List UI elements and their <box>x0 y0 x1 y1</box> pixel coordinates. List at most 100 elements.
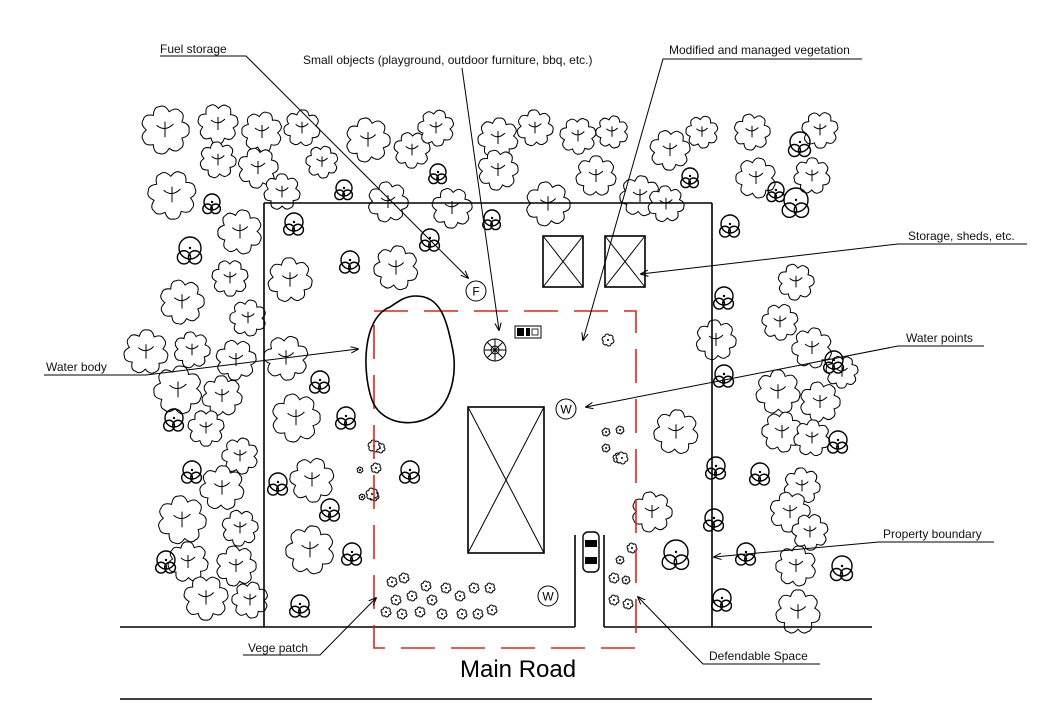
tree-icon <box>272 393 321 443</box>
shrub-icon <box>176 236 203 265</box>
shrub-icon <box>340 542 363 566</box>
tree-icon <box>800 381 841 423</box>
shed-left <box>542 235 584 288</box>
tree-icon <box>153 365 202 415</box>
label-storage-sheds: Storage, sheds, etc. <box>908 229 1015 243</box>
shrub-icon <box>826 430 849 454</box>
label-defendable-space: Defendable Space <box>709 649 808 663</box>
tree-icon <box>237 147 279 189</box>
tree-icon <box>761 411 802 453</box>
fuel-letter: F <box>472 285 479 299</box>
shrub-icon <box>266 472 289 496</box>
tree-icon <box>575 155 617 196</box>
tree-icon <box>263 173 301 210</box>
vege-plant-icon <box>486 604 498 616</box>
vege-plant-icon <box>621 575 631 585</box>
tree-icon <box>526 181 571 227</box>
vege-plant-icon <box>615 451 629 465</box>
shrub-icon <box>202 193 222 215</box>
vege-plant-icon <box>436 608 448 620</box>
tree-icon <box>285 525 334 575</box>
shrub-icon <box>766 181 786 203</box>
shrub-icon <box>661 539 690 571</box>
shrub-icon <box>718 214 741 238</box>
shrub-icon <box>338 250 361 274</box>
shrub-icon <box>680 167 700 189</box>
tree-icon <box>793 157 831 194</box>
tree-icon <box>775 589 821 634</box>
tree-icon <box>167 541 209 582</box>
vege-plant-icon <box>626 542 638 554</box>
shrub-icon <box>334 179 354 201</box>
label-main-road: Main Road <box>460 656 576 683</box>
shrub-icon <box>482 209 502 231</box>
tree-icon <box>158 495 207 545</box>
vege-plant-icon <box>358 493 366 501</box>
vege-plant-icon <box>380 606 392 618</box>
fuel-storage-symbol: F <box>465 280 487 302</box>
tree-icon <box>231 581 268 619</box>
tree-icon <box>801 112 839 149</box>
vege-plant-icon <box>484 582 496 594</box>
vege-plant-icon <box>440 582 452 594</box>
vege-plant-icon <box>454 590 466 602</box>
house <box>467 406 545 554</box>
tree-icon <box>595 115 628 149</box>
shrub-icon <box>180 460 203 484</box>
vege-plant-icon <box>608 572 620 584</box>
tree-icon <box>201 375 243 416</box>
vege-plant-icon <box>615 425 625 435</box>
tree-icon <box>632 491 673 533</box>
leader-lines <box>44 55 1027 665</box>
tree-icon <box>653 409 699 454</box>
shrub-icon <box>154 550 177 574</box>
shrub-icon <box>704 456 727 480</box>
label-water-body: Water body <box>46 360 107 374</box>
tree-icon <box>775 545 816 587</box>
tree-icon <box>783 467 821 505</box>
tree-icon <box>516 109 554 147</box>
vege-plant-icon <box>456 608 468 620</box>
tree-icon <box>649 130 691 171</box>
tree-icon <box>695 319 737 361</box>
label-water-points: Water points <box>906 331 973 345</box>
label-property-boundary: Property boundary <box>883 527 982 541</box>
shrub-icon <box>710 588 733 612</box>
label-small-objects: Small objects (playground, outdoor furni… <box>303 53 593 67</box>
tree-icon <box>755 369 801 414</box>
bbq-icon <box>483 338 507 362</box>
tree-icon <box>183 576 229 621</box>
water-point-letter: W <box>560 403 572 417</box>
tree-icon <box>217 209 262 255</box>
vege-plant-icon <box>601 427 611 437</box>
tree-icon <box>141 105 190 155</box>
vege-plant-icon <box>615 555 625 565</box>
tree-icon <box>373 245 419 291</box>
tree-icon <box>221 509 259 547</box>
tree-icon <box>174 331 211 369</box>
vege-plant-icon <box>472 608 484 620</box>
shrub-icon <box>318 498 341 522</box>
shed-right <box>604 235 646 288</box>
tree-icon <box>346 117 391 163</box>
tree-icon <box>793 419 831 457</box>
vege-plant-icon <box>601 333 615 347</box>
tree-icon <box>199 141 237 179</box>
tree-icon <box>559 118 597 155</box>
shrub-icon <box>829 555 854 582</box>
vege-plant-icon <box>414 606 426 618</box>
property-boundary-lines <box>263 202 713 627</box>
tree-icon <box>221 437 258 475</box>
shrub-icon <box>748 462 771 486</box>
tree-icon <box>305 145 339 179</box>
shrub-icon <box>702 508 725 532</box>
tree-icon <box>791 327 832 369</box>
tree-icon <box>393 132 431 169</box>
tree-icon <box>229 299 266 337</box>
playground-icon <box>514 325 542 339</box>
vege-plant-icon <box>386 576 398 588</box>
water-point-letter: W <box>542 590 554 604</box>
tree-icon <box>734 113 771 151</box>
vege-plant-icon <box>426 594 438 606</box>
